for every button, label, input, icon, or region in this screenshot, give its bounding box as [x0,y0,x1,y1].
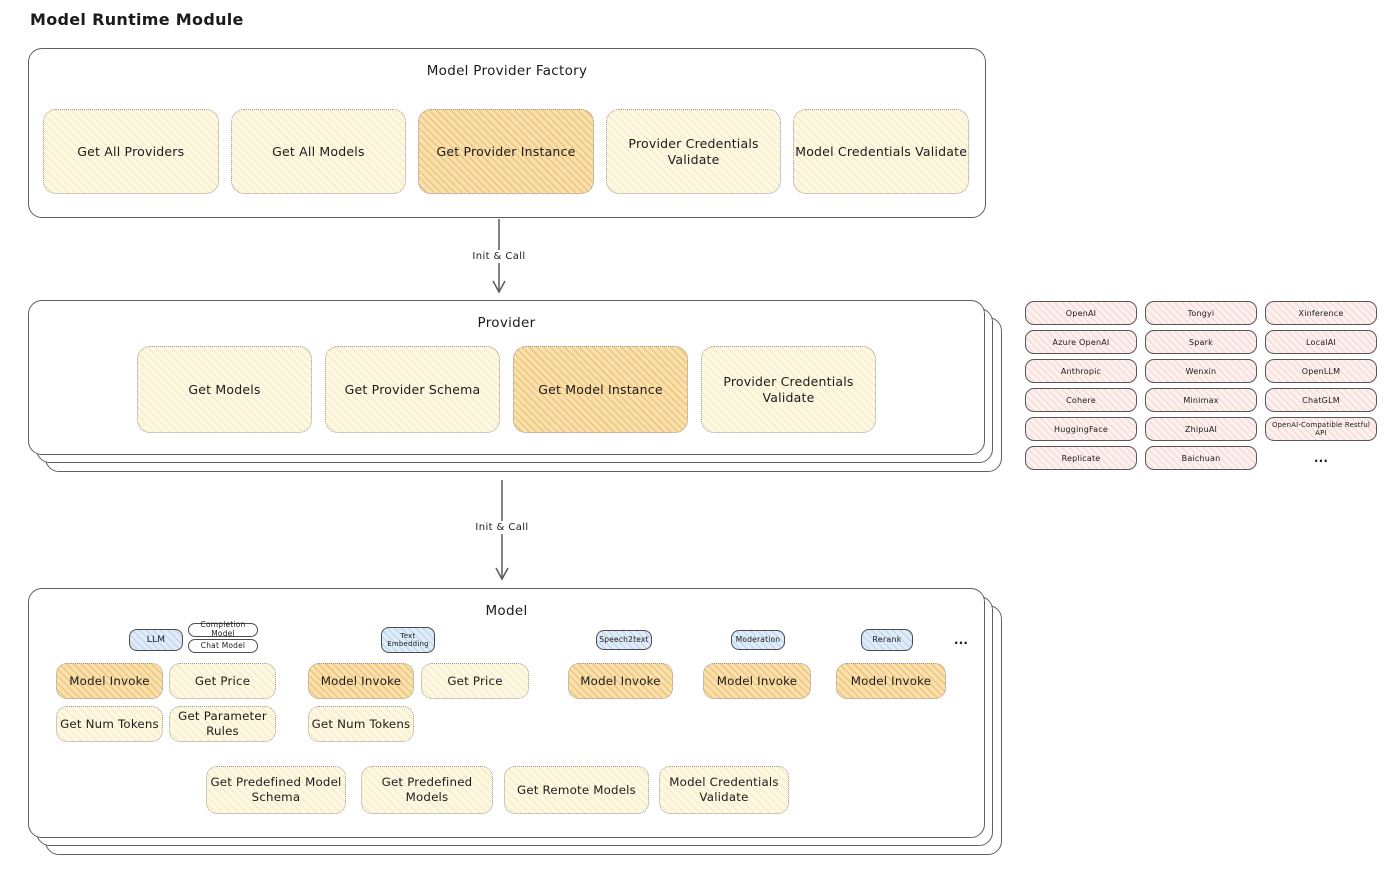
chip-llm: LLM [129,629,183,651]
model-box-border: Model LLM Completion Model Chat Model Te… [28,588,985,838]
op-get-all-providers: Get All Providers [43,109,219,194]
provider-name-wenxin: Wenxin [1145,359,1257,383]
op-get-price-embedding: Get Price [421,663,529,699]
op-get-models: Get Models [137,346,312,433]
arrow-label-init-call-2: Init & Call [470,521,534,534]
provider-name-anthropic: Anthropic [1025,359,1137,383]
provider-operations-row: Get Models Get Provider Schema Get Model… [29,346,984,433]
provider-name-zhipuai: ZhipuAI [1145,417,1257,441]
chip-moderation: Moderation [731,630,785,650]
chip-text-embedding: Text Embedding [381,627,435,653]
op-model-credentials-validate: Model Credentials Validate [793,109,969,194]
op-get-parameter-rules: Get Parameter Rules [169,706,276,742]
chip-rerank: Rerank [861,629,913,651]
op-get-model-instance: Get Model Instance [513,346,688,433]
provider-name-cohere: Cohere [1025,388,1137,412]
provider-title: Provider [477,315,536,331]
chip-chat-model: Chat Model [188,639,258,653]
op-get-remote-models: Get Remote Models [504,766,649,814]
chip-speech2text: Speech2text [596,630,652,650]
provider-name-minimax: Minimax [1145,388,1257,412]
provider-name-openllm: OpenLLM [1265,359,1377,383]
chip-ellipsis: ... [953,633,969,648]
op-model-invoke-llm: Model Invoke [56,663,163,699]
provider-name-baichuan: Baichuan [1145,446,1257,470]
provider-name-xinference: Xinference [1265,301,1377,325]
model-box: Model LLM Completion Model Chat Model Te… [28,588,1002,855]
op-get-all-models: Get All Models [230,109,407,194]
op-model-credentials-validate-2: Model Credentials Validate [659,766,789,814]
op-model-invoke-rerank: Model Invoke [836,663,946,699]
provider-box: Provider Get Models Get Provider Schema … [28,300,1002,472]
arrow-label-init-call-1: Init & Call [467,250,531,263]
provider-name-openai-compatible: OpenAI-Compatible Restful API [1265,417,1377,441]
provider-name-openai: OpenAI [1025,301,1137,325]
op-provider-credentials-validate-2: Provider Credentials Validate [701,346,876,433]
op-get-num-tokens-embedding: Get Num Tokens [308,706,414,742]
op-get-provider-schema: Get Provider Schema [325,346,500,433]
op-provider-credentials-validate: Provider Credentials Validate [605,109,782,194]
op-get-predefined-model-schema: Get Predefined Model Schema [206,766,346,814]
op-get-provider-instance: Get Provider Instance [418,109,594,194]
factory-title: Model Provider Factory [426,63,588,79]
provider-name-azure-openai: Azure OpenAI [1025,330,1137,354]
factory-operations-row: Get All Providers Get All Models Get Pro… [43,109,969,194]
op-model-invoke-speech2text: Model Invoke [568,663,673,699]
factory-box: Model Provider Factory Get All Providers… [28,48,986,218]
op-model-invoke-moderation: Model Invoke [703,663,811,699]
chip-completion-model: Completion Model [188,621,258,638]
provider-names-grid: OpenAI Tongyi Xinference Azure OpenAI Sp… [1025,301,1377,470]
model-title: Model [485,603,528,619]
op-model-invoke-embedding: Model Invoke [308,663,414,699]
provider-name-chatglm: ChatGLM [1265,388,1377,412]
provider-names-ellipsis: ... [1313,451,1329,465]
provider-name-spark: Spark [1145,330,1257,354]
provider-name-tongyi: Tongyi [1145,301,1257,325]
provider-name-huggingface: HuggingFace [1025,417,1137,441]
op-get-price-llm: Get Price [169,663,276,699]
provider-name-localai: LocalAI [1265,330,1377,354]
provider-box-border: Provider Get Models Get Provider Schema … [28,300,985,455]
op-get-predefined-models: Get Predefined Models [361,766,493,814]
provider-name-replicate: Replicate [1025,446,1137,470]
op-get-num-tokens-llm: Get Num Tokens [56,706,163,742]
diagram-title: Model Runtime Module [30,10,244,29]
factory-box-border: Model Provider Factory Get All Providers… [28,48,986,218]
